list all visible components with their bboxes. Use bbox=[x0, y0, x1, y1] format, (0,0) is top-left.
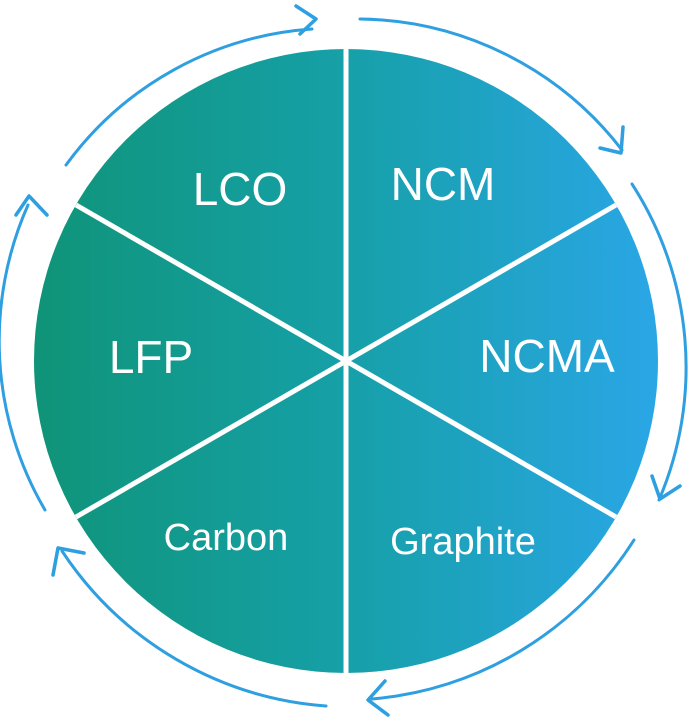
cycle-arc-1 bbox=[64, 27, 314, 167]
segment-label-lfp: LFP bbox=[109, 331, 193, 383]
cycle-arc-2 bbox=[358, 17, 624, 152]
segment-label-carbon: Carbon bbox=[164, 517, 289, 559]
segment-dividers bbox=[74, 49, 618, 673]
segment-label-graphite: Graphite bbox=[390, 521, 536, 563]
arrow-head-icon bbox=[650, 474, 682, 501]
arrow-head-icon bbox=[51, 546, 86, 577]
segment-label-ncma: NCMA bbox=[479, 330, 615, 382]
arrow-head-icon bbox=[366, 679, 390, 717]
arrow-head-icon bbox=[598, 125, 625, 155]
cycle-arrows bbox=[0, 4, 688, 717]
cycle-arc-6 bbox=[0, 203, 47, 512]
cycle-arc-4 bbox=[370, 538, 636, 701]
arrow-head-icon bbox=[294, 4, 318, 36]
divider-diagonal-b bbox=[74, 202, 618, 520]
segment-label-ncm: NCM bbox=[391, 158, 496, 210]
arrow-head-icon bbox=[14, 194, 49, 217]
segment-label-lco: LCO bbox=[193, 163, 288, 215]
cycle-arc-3 bbox=[630, 182, 688, 502]
cycle-arc-5 bbox=[60, 549, 328, 708]
